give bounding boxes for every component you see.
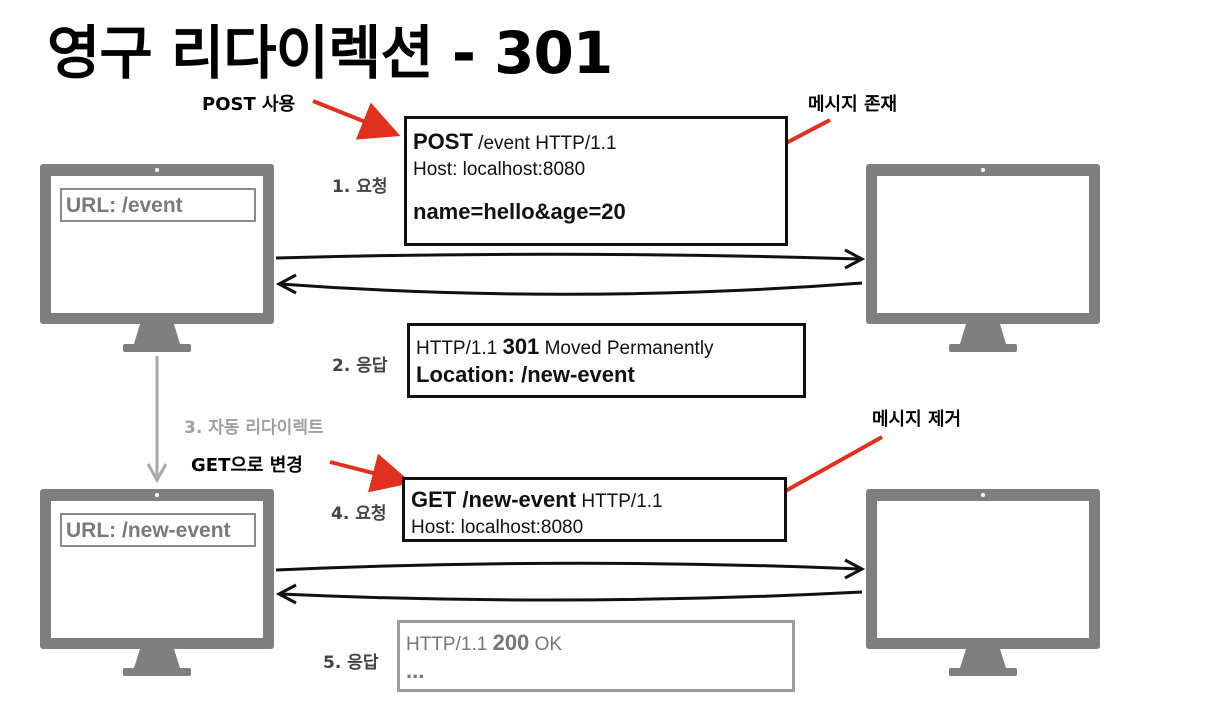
step-3-label: 3. 자동 리다이렉트 — [184, 418, 324, 438]
server-monitor-bottom — [866, 489, 1100, 676]
note-post-use: POST 사용 — [202, 94, 296, 115]
status-prefix: HTTP/1.1 — [416, 338, 503, 359]
note-message-removed: 메시지 제거 — [872, 409, 962, 430]
step-1-label: 1. 요청 — [332, 177, 388, 197]
step-2-label: 2. 응답 — [332, 356, 388, 376]
response-arrow-2 — [275, 273, 863, 296]
request-path: /event HTTP/1.1 — [472, 133, 617, 154]
request-line: GET /new-event HTTP/1.1 — [411, 487, 778, 515]
status-text: Moved Permanently — [539, 338, 714, 359]
request-arrow-4 — [275, 558, 866, 580]
url-bar-bottom: URL: /new-event — [60, 513, 256, 547]
server-monitor-top — [866, 164, 1100, 352]
location-header: Location: /new-event — [416, 362, 635, 387]
status-code: 200 — [492, 630, 530, 655]
url-text: URL: /new-event — [66, 519, 231, 542]
status-line: HTTP/1.1 200 OK — [406, 630, 786, 658]
request-body: name=hello&age=20 — [413, 199, 626, 224]
status-prefix: HTTP/1.1 — [406, 634, 493, 655]
http-method: POST — [413, 129, 473, 154]
step-5-label: 5. 응답 — [323, 653, 379, 673]
request-message-1: POST /event HTTP/1.1 Host: localhost:808… — [404, 116, 788, 246]
response-message-5: HTTP/1.1 200 OK ... — [397, 620, 795, 692]
annotation-arrow-post — [312, 99, 401, 140]
host-header: Host: localhost:8080 — [411, 517, 584, 538]
host-header: Host: localhost:8080 — [413, 159, 586, 180]
http-method-path: GET /new-event — [411, 487, 577, 512]
annotation-arrow-get — [329, 453, 412, 493]
blank-line — [413, 183, 779, 199]
url-bar-top: URL: /event — [60, 188, 256, 222]
status-text: OK — [529, 634, 563, 655]
page-title: 영구 리다이렉션 - 301 — [47, 19, 613, 87]
url-text: URL: /event — [66, 194, 183, 217]
response-arrow-5 — [275, 583, 863, 605]
note-message-exists: 메시지 존재 — [808, 94, 898, 115]
status-code: 301 — [502, 334, 540, 359]
ellipsis: ... — [406, 658, 425, 683]
request-arrow-1 — [275, 248, 866, 270]
http-version: HTTP/1.1 — [576, 491, 663, 512]
request-line: POST /event HTTP/1.1 — [413, 129, 779, 157]
request-message-4: GET /new-event HTTP/1.1 Host: localhost:… — [402, 477, 787, 542]
redirect-arrow-3 — [146, 356, 168, 484]
status-line: HTTP/1.1 301 Moved Permanently — [416, 334, 797, 362]
step-4-label: 4. 요청 — [331, 504, 387, 524]
note-change-to-get: GET으로 변경 — [191, 455, 303, 476]
response-message-2: HTTP/1.1 301 Moved Permanently Location:… — [407, 323, 806, 398]
